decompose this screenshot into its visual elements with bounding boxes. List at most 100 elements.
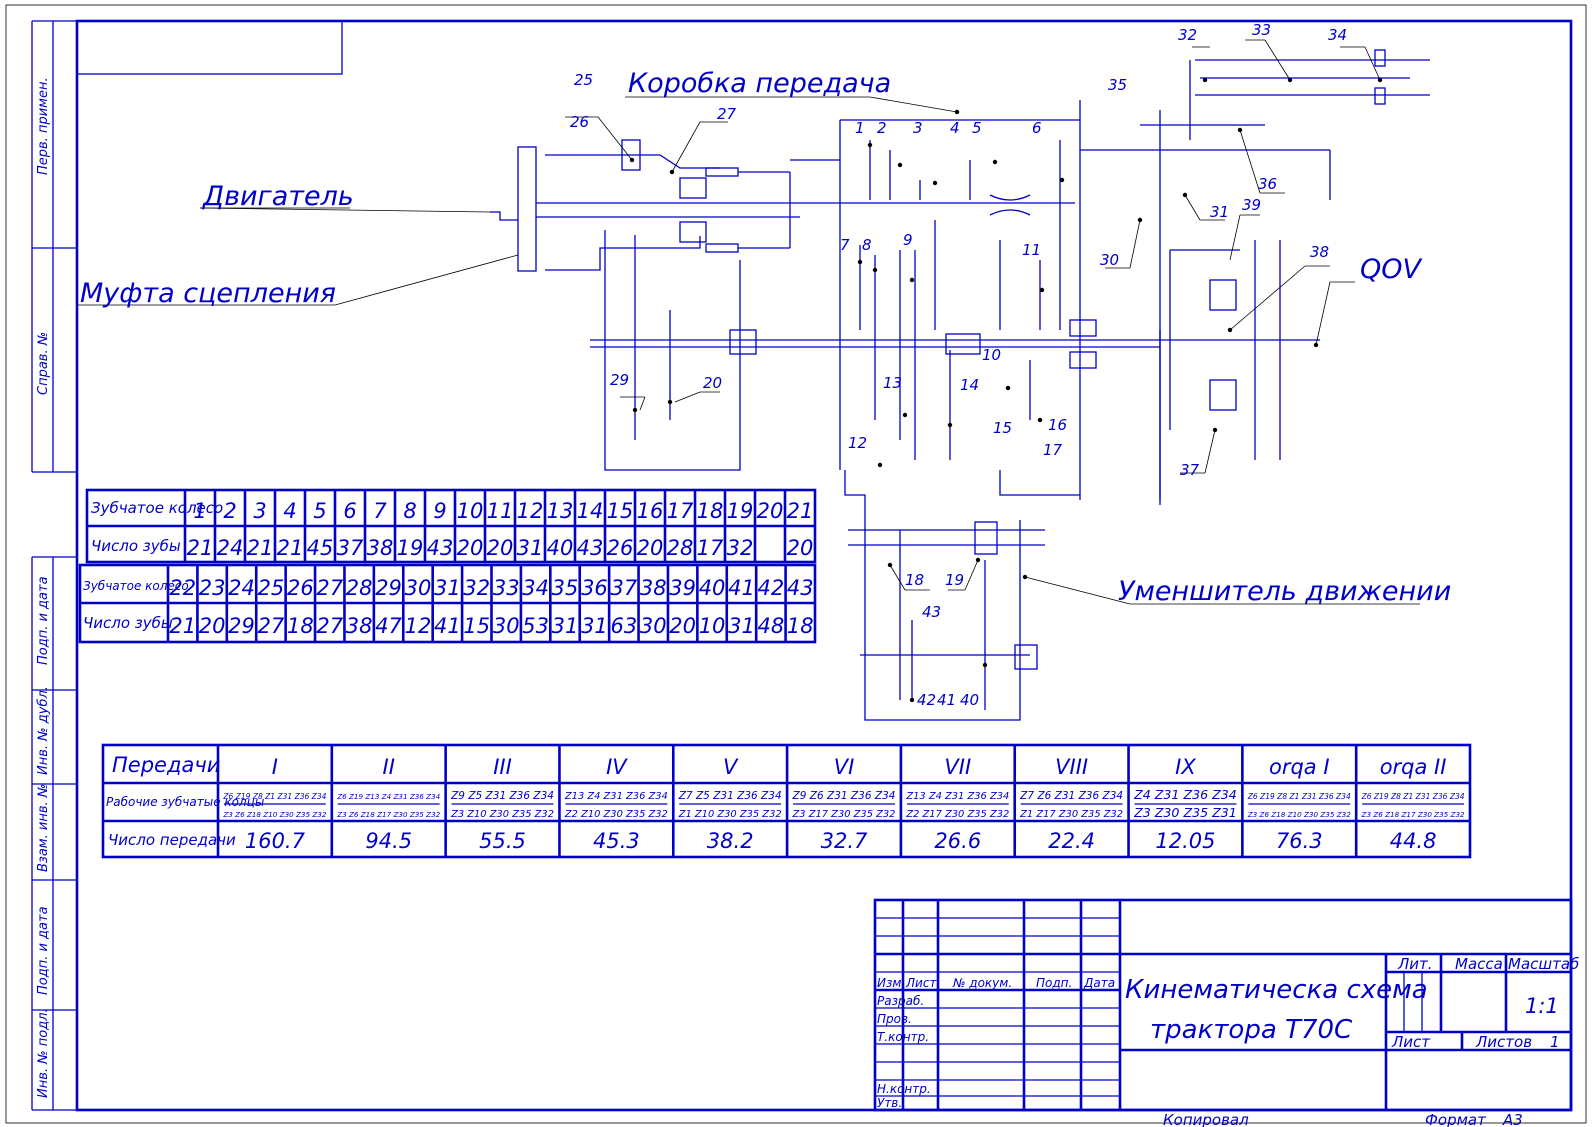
gear-ratio-value: 22.4 [1048,829,1095,853]
gear-number-cell: 15 [607,499,634,523]
tb-nkontr: Н.контр. [877,1082,931,1096]
tb-col-data: Дата [1083,976,1115,990]
part-number: 15 [993,419,1012,437]
teeth-count-cell: 12 [405,614,432,638]
gear-number-cell: 8 [403,499,416,523]
part-number: 10 [982,346,1001,364]
working-gears-denominator: Z3 Z10 Z30 Z35 Z32 [450,809,554,820]
label-reducer: Уменшитель движении [1118,576,1451,607]
gear-number-cell: 26 [287,576,314,600]
part-number: 41 [937,691,956,709]
tb-razrab: Разраб. [877,994,924,1008]
part-number: 27 [717,105,737,123]
teeth-count-cell: 41 [434,614,461,638]
part-number: 42 [917,691,936,709]
part-number: 38 [1310,243,1329,261]
teeth-count-cell: 21 [247,536,274,560]
gear-table-2: Зубчатое колесо Число зубы 2221232024292… [78,563,817,644]
gear-number-cell: 6 [343,499,356,523]
teeth-count-cell: 15 [463,614,490,638]
gear-number-cell: 3 [253,499,266,523]
teeth-count-cell: 20 [637,536,664,560]
teeth-count-cell: 29 [228,614,255,638]
gear-ratio-value: 76.3 [1276,829,1323,853]
teeth-count-cell: 38 [346,614,373,638]
tb-title-line2: трактора Т70С [1150,1015,1353,1045]
gear-number-cell: 38 [640,576,667,600]
gear-number-cell: 36 [581,576,608,600]
gear-ratio-value: 55.5 [479,829,526,853]
teeth-count-cell: 32 [727,536,754,560]
gear-column-head: orqa II [1380,755,1447,779]
gear-number-cell: 20 [757,499,784,523]
gear-number-cell: 28 [346,576,373,600]
part-number: 5 [972,119,982,137]
gear-number-cell: 18 [697,499,724,523]
gear-number-cell: 43 [787,576,814,600]
working-gears-denominator: Z2 Z17 Z30 Z35 Z32 [905,809,1009,820]
footer-kopiroval: Копировал [1163,1111,1249,1127]
teeth-count-cell: 63 [610,614,637,638]
gear-number-cell: 10 [457,499,484,523]
part-number: 25 [574,71,593,89]
teeth-count-cell: 48 [758,614,785,638]
part-number: 16 [1048,416,1067,434]
part-number: 20 [703,374,722,392]
gear-table-2-row-head: Зубчатое колесо [83,579,189,593]
gear-ratio-value: 12.05 [1155,829,1215,853]
tb-massa: Масса [1455,955,1503,973]
gear-number-cell: 4 [283,499,296,523]
gear-number-cell: 7 [373,499,387,523]
gear-number-cell: 1 [193,499,206,523]
part-number: 12 [848,434,867,452]
teeth-count-cell: 31 [581,614,608,638]
gear-number-cell: 30 [405,576,432,600]
gear-number-cell: 34 [522,576,549,600]
working-gears-numerator: Z7 Z5 Z31 Z36 Z34 [678,790,782,802]
part-number: 35 [1108,76,1127,94]
part-number: 1 [855,119,865,137]
leader-lines [77,39,1420,605]
gear-number-cell: 13 [547,499,574,523]
part-number: 13 [883,374,902,392]
teeth-count-cell: 26 [607,536,634,560]
part-number: 33 [1252,21,1271,39]
part-number: 4 [950,119,960,137]
working-gears-denominator: Z1 Z10 Z30 Z35 Z32 [678,809,782,820]
working-gears-numerator: Z6 Z19 Z8 Z1 Z31 Z36 Z34 [1247,792,1351,801]
part-number: 43 [922,603,941,621]
working-gears-denominator: Z3 Z6 Z18 Z17 Z30 Z35 Z32 [336,810,440,819]
strip-perv-primen: Перв. примен. [36,77,51,175]
gear-column-head: II [383,755,395,779]
gear-number-cell: 21 [787,499,814,523]
teeth-count-cell: 30 [493,614,520,638]
teeth-count-cell: 27 [316,614,343,638]
gear-number-cell: 24 [228,576,255,600]
gear-number-cell: 9 [433,499,446,523]
gear-number-cell: 40 [699,576,726,600]
gear-number-cell: 19 [727,499,754,523]
gear-number-cell: 14 [577,499,604,523]
teeth-count-cell: 45 [307,536,334,560]
ratio-table: Передачи Рабочие зубчатые колцы Число пе… [101,743,1472,859]
gear-column-head: IV [606,755,628,779]
label-pto: QOV [1360,254,1424,285]
gear-number-cell: 39 [669,576,696,600]
teeth-count-cell: 20 [487,536,514,560]
gear-column-head: V [723,755,739,779]
gear-table-1-row-teeth: Число зубы [91,537,181,555]
part-number: 17 [1043,441,1063,459]
working-gears-denominator: Z3 Z17 Z30 Z35 Z32 [792,809,896,820]
teeth-count-cell: 43 [427,536,454,560]
kinematic-diagram [490,49,1430,721]
strip-inv-podl: Инв. № подл. [36,1008,51,1098]
gear-number-cell: 42 [758,576,785,600]
ratio-head-working: Рабочие зубчатые колцы [106,795,264,809]
gear-ratio-value: 94.5 [365,829,412,853]
gear-ratio-value: 32.7 [821,829,868,853]
gear-number-cell: 17 [667,499,694,523]
label-gearbox: Коробка передача [628,68,891,99]
working-gears-numerator: Z9 Z6 Z31 Z36 Z34 [792,790,896,802]
tb-tkontr: Т.контр. [877,1030,929,1044]
